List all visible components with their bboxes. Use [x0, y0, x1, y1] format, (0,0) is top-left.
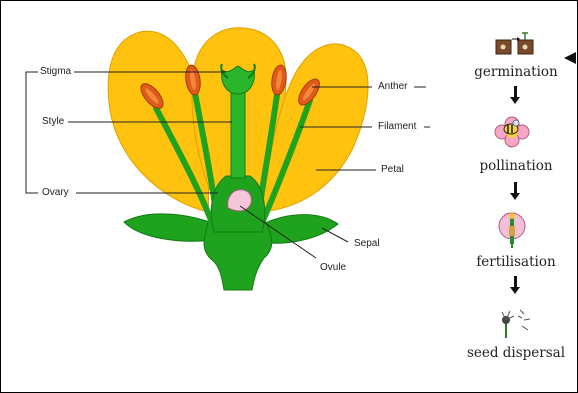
leader-sepal — [322, 228, 348, 242]
label-ovary: Ovary — [42, 187, 69, 198]
label-anther: Anther — [378, 81, 407, 92]
sepal-left — [124, 214, 218, 241]
leader-bracket — [26, 72, 38, 193]
label-filament: Filament — [378, 121, 416, 132]
stage-pollination-label: pollination — [470, 158, 562, 174]
stage-fertilisation-label: fertilisation — [466, 254, 566, 270]
stage-germination-label: germination — [470, 64, 562, 80]
style — [231, 92, 245, 178]
label-stigma: Stigma — [40, 66, 71, 77]
stage-seed-dispersal-label: seed dispersal — [464, 345, 568, 361]
label-sepal: Sepal — [354, 238, 380, 249]
bee-on-flower-icon — [495, 117, 529, 147]
seedling-pots-icon — [496, 33, 533, 54]
label-petal: Petal — [381, 164, 404, 175]
label-style: Style — [42, 116, 64, 127]
flower-with-pollen-tube-icon — [499, 213, 525, 248]
label-ovule: Ovule — [320, 262, 346, 273]
germination-pointer-arrow — [564, 52, 576, 64]
dandelion-seeds-icon — [502, 310, 530, 338]
